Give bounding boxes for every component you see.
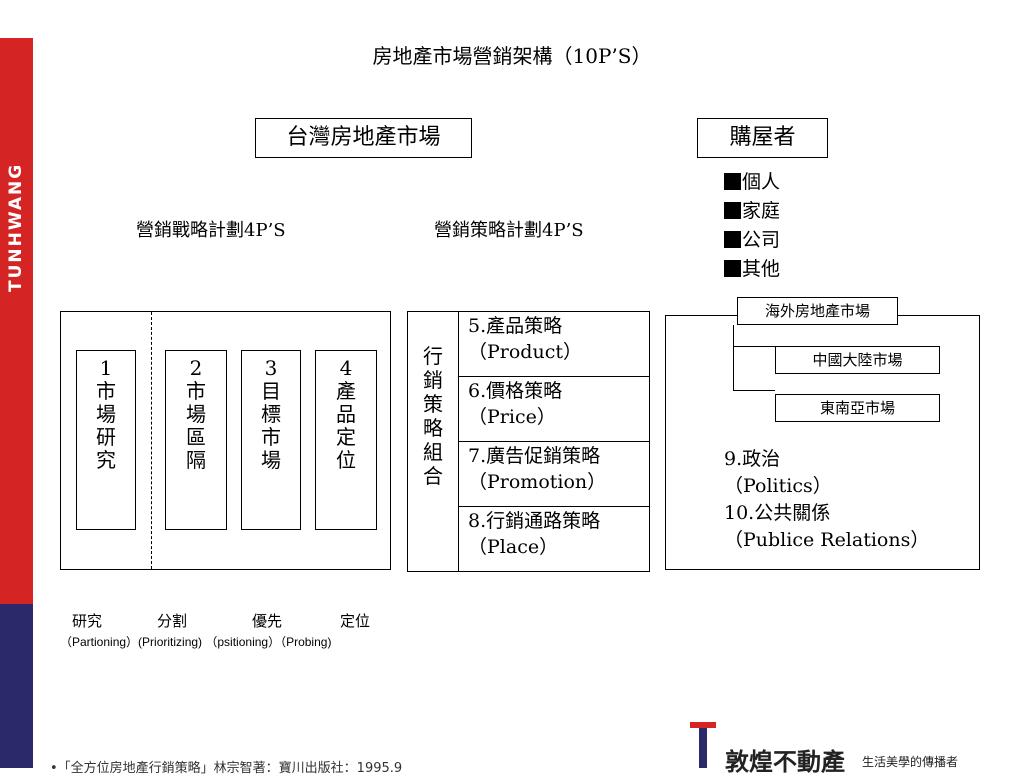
bottom-label-3: 優先	[252, 612, 283, 630]
sea-market-box: 東南亞市場	[775, 394, 940, 422]
bottom-label-4: 定位	[340, 612, 371, 630]
company-logo-icon	[690, 722, 716, 768]
square-bullet-icon	[724, 202, 741, 219]
politics-pr-text: 9.政治 （Politics） 10.公共關係 （Publice Relatio…	[724, 448, 930, 551]
strategy-item-1: 1 市場研究	[76, 350, 136, 530]
brand-band-red	[0, 38, 33, 604]
square-bullet-icon	[724, 231, 741, 248]
mix-item-promotion: 7.廣告促銷策略（Promotion）	[458, 443, 649, 507]
mix-item-product: 5.產品策略（Product）	[458, 313, 649, 377]
strategy-item-4: 4 產品定位	[315, 350, 377, 530]
mix-item-place: 8.行銷通路策略（Place）	[468, 510, 601, 558]
china-market-box: 中國大陸市場	[775, 346, 940, 374]
company-slogan: 生活美學的傳播者	[862, 755, 959, 769]
square-bullet-icon	[724, 173, 741, 190]
dashed-divider	[151, 312, 152, 569]
china-connector	[733, 346, 775, 347]
taiwan-market-box: 台灣房地產市場	[255, 118, 472, 158]
overseas-market-box: 海外房地產市場	[737, 297, 898, 325]
bottom-label-1: 研究	[72, 612, 103, 630]
buyer-item: 個人	[724, 168, 780, 197]
mix-item-price: 6.價格策略（Price）	[458, 378, 649, 442]
buyer-list: 個人 家庭 公司 其他	[724, 168, 780, 284]
brand-band-navy	[0, 604, 33, 768]
page-title: 房地產市場營銷架構（10P’S）	[372, 44, 652, 68]
overseas-connector-horizontal	[733, 390, 775, 391]
buyer-item: 家庭	[724, 197, 780, 226]
company-logo-text: 敦煌不動產	[725, 748, 845, 776]
square-bullet-icon	[724, 260, 741, 277]
bottom-english-labels: （Partioning）(Prioritizing) （psitioning）（…	[60, 635, 332, 649]
overseas-connector-vertical	[733, 325, 734, 390]
strategy-item-2: 2 市場區隔	[165, 350, 227, 530]
brand-text: TUNHWANG	[6, 162, 26, 292]
strategy-item-3: 3 目標市場	[241, 350, 301, 530]
mix-label: 行銷策略組合	[423, 344, 443, 488]
strategic-plan-heading: 營銷戰略計劃4P’S	[136, 220, 286, 241]
citation-footer: •「全方位房地產行銷策略」林宗智著：寶川出版社：1995.9	[50, 761, 403, 776]
buyer-item: 公司	[724, 226, 780, 255]
buyer-box: 購屋者	[697, 118, 828, 158]
tactical-plan-heading: 營銷策略計劃4P’S	[434, 220, 584, 241]
bottom-label-2: 分割	[157, 612, 188, 630]
buyer-item: 其他	[724, 255, 780, 284]
